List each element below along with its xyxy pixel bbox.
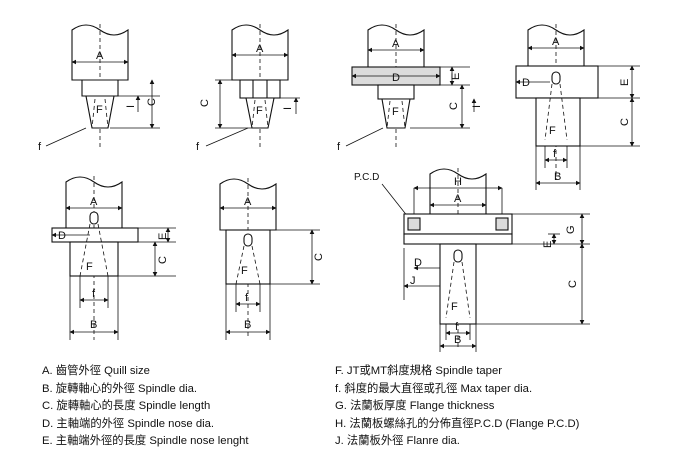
dimension-label: D — [522, 77, 530, 89]
centerline — [97, 223, 109, 277]
part-outline — [403, 233, 513, 245]
dimension-label: f — [92, 288, 96, 300]
part-outline — [69, 241, 119, 277]
dimension-label: f — [455, 321, 459, 333]
figure-flange-spindle: A D F E C f B — [51, 176, 176, 340]
centerline — [559, 83, 568, 141]
centerline — [104, 98, 109, 129]
dimension-label: A — [90, 196, 98, 208]
figure-flange-taper: A D F E C I f — [337, 24, 483, 153]
centerline — [79, 223, 91, 277]
dimension-label: A — [244, 196, 252, 208]
figure-pcd-flange: P.C.D H A F D J E G C f — [354, 168, 590, 352]
legend-right: F. JT或MT斜度規格 Spindle taper f. 斜度的最大直徑或孔徑… — [335, 363, 579, 451]
centerline — [91, 98, 96, 129]
legend-item-a: A. 齒管外徑 Quill size — [42, 365, 150, 377]
part-outline — [239, 79, 281, 99]
dimension-label: D — [392, 72, 400, 84]
dimension-label: B — [90, 319, 97, 331]
figure-taper-nose: A F C I f — [38, 24, 160, 153]
dimension-label: A — [392, 38, 400, 50]
dimension-label: B — [244, 319, 251, 331]
dimension-label: F — [549, 125, 556, 137]
part-outline — [243, 233, 253, 247]
dimension-label: C — [313, 253, 325, 261]
dimension-label: C — [567, 280, 579, 288]
part-outline — [453, 249, 463, 263]
dimension-label: C — [199, 99, 211, 107]
dimension-label: F — [96, 104, 103, 116]
dimension-label: A — [256, 43, 264, 55]
dimension-label: D — [58, 230, 66, 242]
centerline — [386, 100, 391, 129]
legend-item-f-lower: f. 斜度的最大直徑或孔徑 Max taper dia. — [335, 382, 533, 395]
dimension-label: A — [454, 193, 462, 205]
centerline — [544, 83, 553, 141]
dimension-label: f — [196, 141, 200, 153]
dimension-line — [45, 127, 87, 147]
dimension-label: E — [619, 79, 631, 86]
centerline — [264, 99, 269, 129]
part-outline — [219, 178, 277, 231]
figure-flange-bore: A D F E C f B — [515, 24, 640, 190]
legend-item-e: E. 主軸端外徑的長度 Spindle nose lenght — [42, 435, 249, 447]
dimension-label: B — [454, 334, 461, 346]
dimension-label: E — [542, 241, 554, 248]
dimension-label: F — [451, 301, 458, 313]
part-outline — [551, 71, 561, 85]
dimension-line — [205, 127, 249, 147]
legend-item-b: B. 旋轉軸心的外徑 Spindle dia. — [42, 382, 198, 395]
dimension-label: C — [157, 256, 169, 264]
part-outline — [381, 98, 411, 129]
part-outline — [407, 217, 421, 231]
figure-straight-spindle: A F C f B — [219, 178, 325, 340]
dimension-label: f — [245, 292, 249, 304]
svg-text:I: I — [282, 107, 294, 110]
legend-item-c: C. 旋轉軸心的長度 Spindle length — [42, 400, 211, 412]
dimension-label: C — [448, 102, 460, 110]
dimension-label: E — [450, 73, 462, 80]
legend-item-j: J. 法蘭板外徑 Flanre dia. — [335, 435, 460, 447]
dimension-label: C — [146, 98, 158, 106]
part-outline — [81, 79, 119, 97]
dimension-label: G — [565, 225, 577, 234]
dimension-label: B — [554, 171, 561, 183]
dimension-label: f — [337, 141, 341, 153]
part-outline — [377, 84, 415, 100]
dimension-label: D — [414, 257, 422, 269]
dimension-label: E — [157, 233, 169, 240]
part-outline — [89, 211, 99, 225]
legend-item-f: F. JT或MT斜度規格 Spindle taper — [335, 365, 502, 377]
dimension-label: A — [552, 36, 560, 48]
dimension-label: P.C.D — [354, 172, 379, 183]
dimension-label: J — [410, 275, 416, 287]
centerline — [401, 100, 406, 129]
legend-item-d: D. 主軸端的外徑 Spindle nose dia. — [42, 417, 215, 430]
dimension-label: F — [86, 261, 93, 273]
legend-left: A. 齒管外徑 Quill size B. 旋轉軸心的外徑 Spindle di… — [42, 363, 249, 451]
part-outline — [495, 217, 509, 231]
svg-text:I: I — [125, 105, 137, 108]
dimension-label: f — [38, 141, 42, 153]
part-outline — [65, 176, 123, 229]
centerline — [251, 99, 256, 129]
legend-item-h: H. 法蘭板螺絲孔的分佈直徑P.C.D (Flange P.C.D) — [335, 417, 580, 430]
legend-item-g: G. 法蘭板厚度 Flange thickness — [335, 400, 495, 412]
dimension-label: H — [454, 176, 462, 188]
dimension-line — [345, 127, 384, 147]
svg-text:I: I — [471, 105, 483, 108]
part-outline — [535, 97, 581, 147]
dimension-label: A — [96, 50, 104, 62]
dimension-label: F — [241, 265, 248, 277]
dimension-label: F — [392, 106, 399, 118]
dimension-label: f — [553, 148, 557, 160]
centerline — [445, 261, 455, 319]
figure-nut-nose: A F C I f — [196, 24, 300, 153]
centerline — [461, 261, 471, 319]
dimension-label: F — [256, 105, 263, 117]
dimension-label: C — [619, 118, 631, 126]
